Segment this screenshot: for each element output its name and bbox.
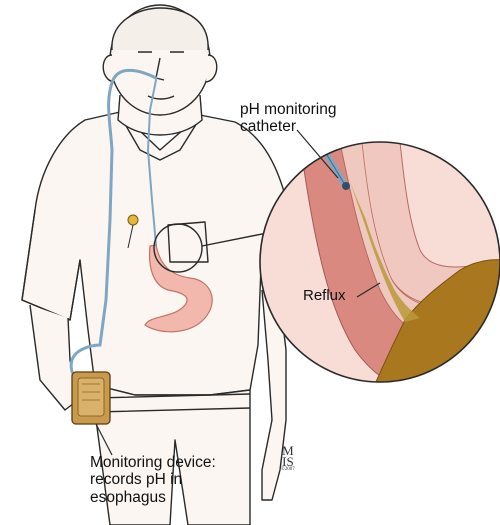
monitoring-device bbox=[72, 372, 110, 424]
ph-sensor bbox=[342, 182, 350, 190]
left-arm bbox=[30, 305, 78, 410]
reflux-label: Reflux bbox=[303, 288, 346, 305]
device-label: Monitoring device: records pH in esophag… bbox=[90, 454, 216, 506]
hair bbox=[112, 8, 208, 50]
catheter-label: pH monitoring catheter bbox=[240, 101, 337, 136]
artist-signature: M IS ©2007 bbox=[281, 445, 295, 472]
chest-electrode bbox=[128, 215, 138, 225]
detail-inset bbox=[260, 140, 500, 420]
signature-initial-bottom: IS bbox=[281, 456, 295, 467]
signature-year: ©2007 bbox=[281, 467, 295, 472]
